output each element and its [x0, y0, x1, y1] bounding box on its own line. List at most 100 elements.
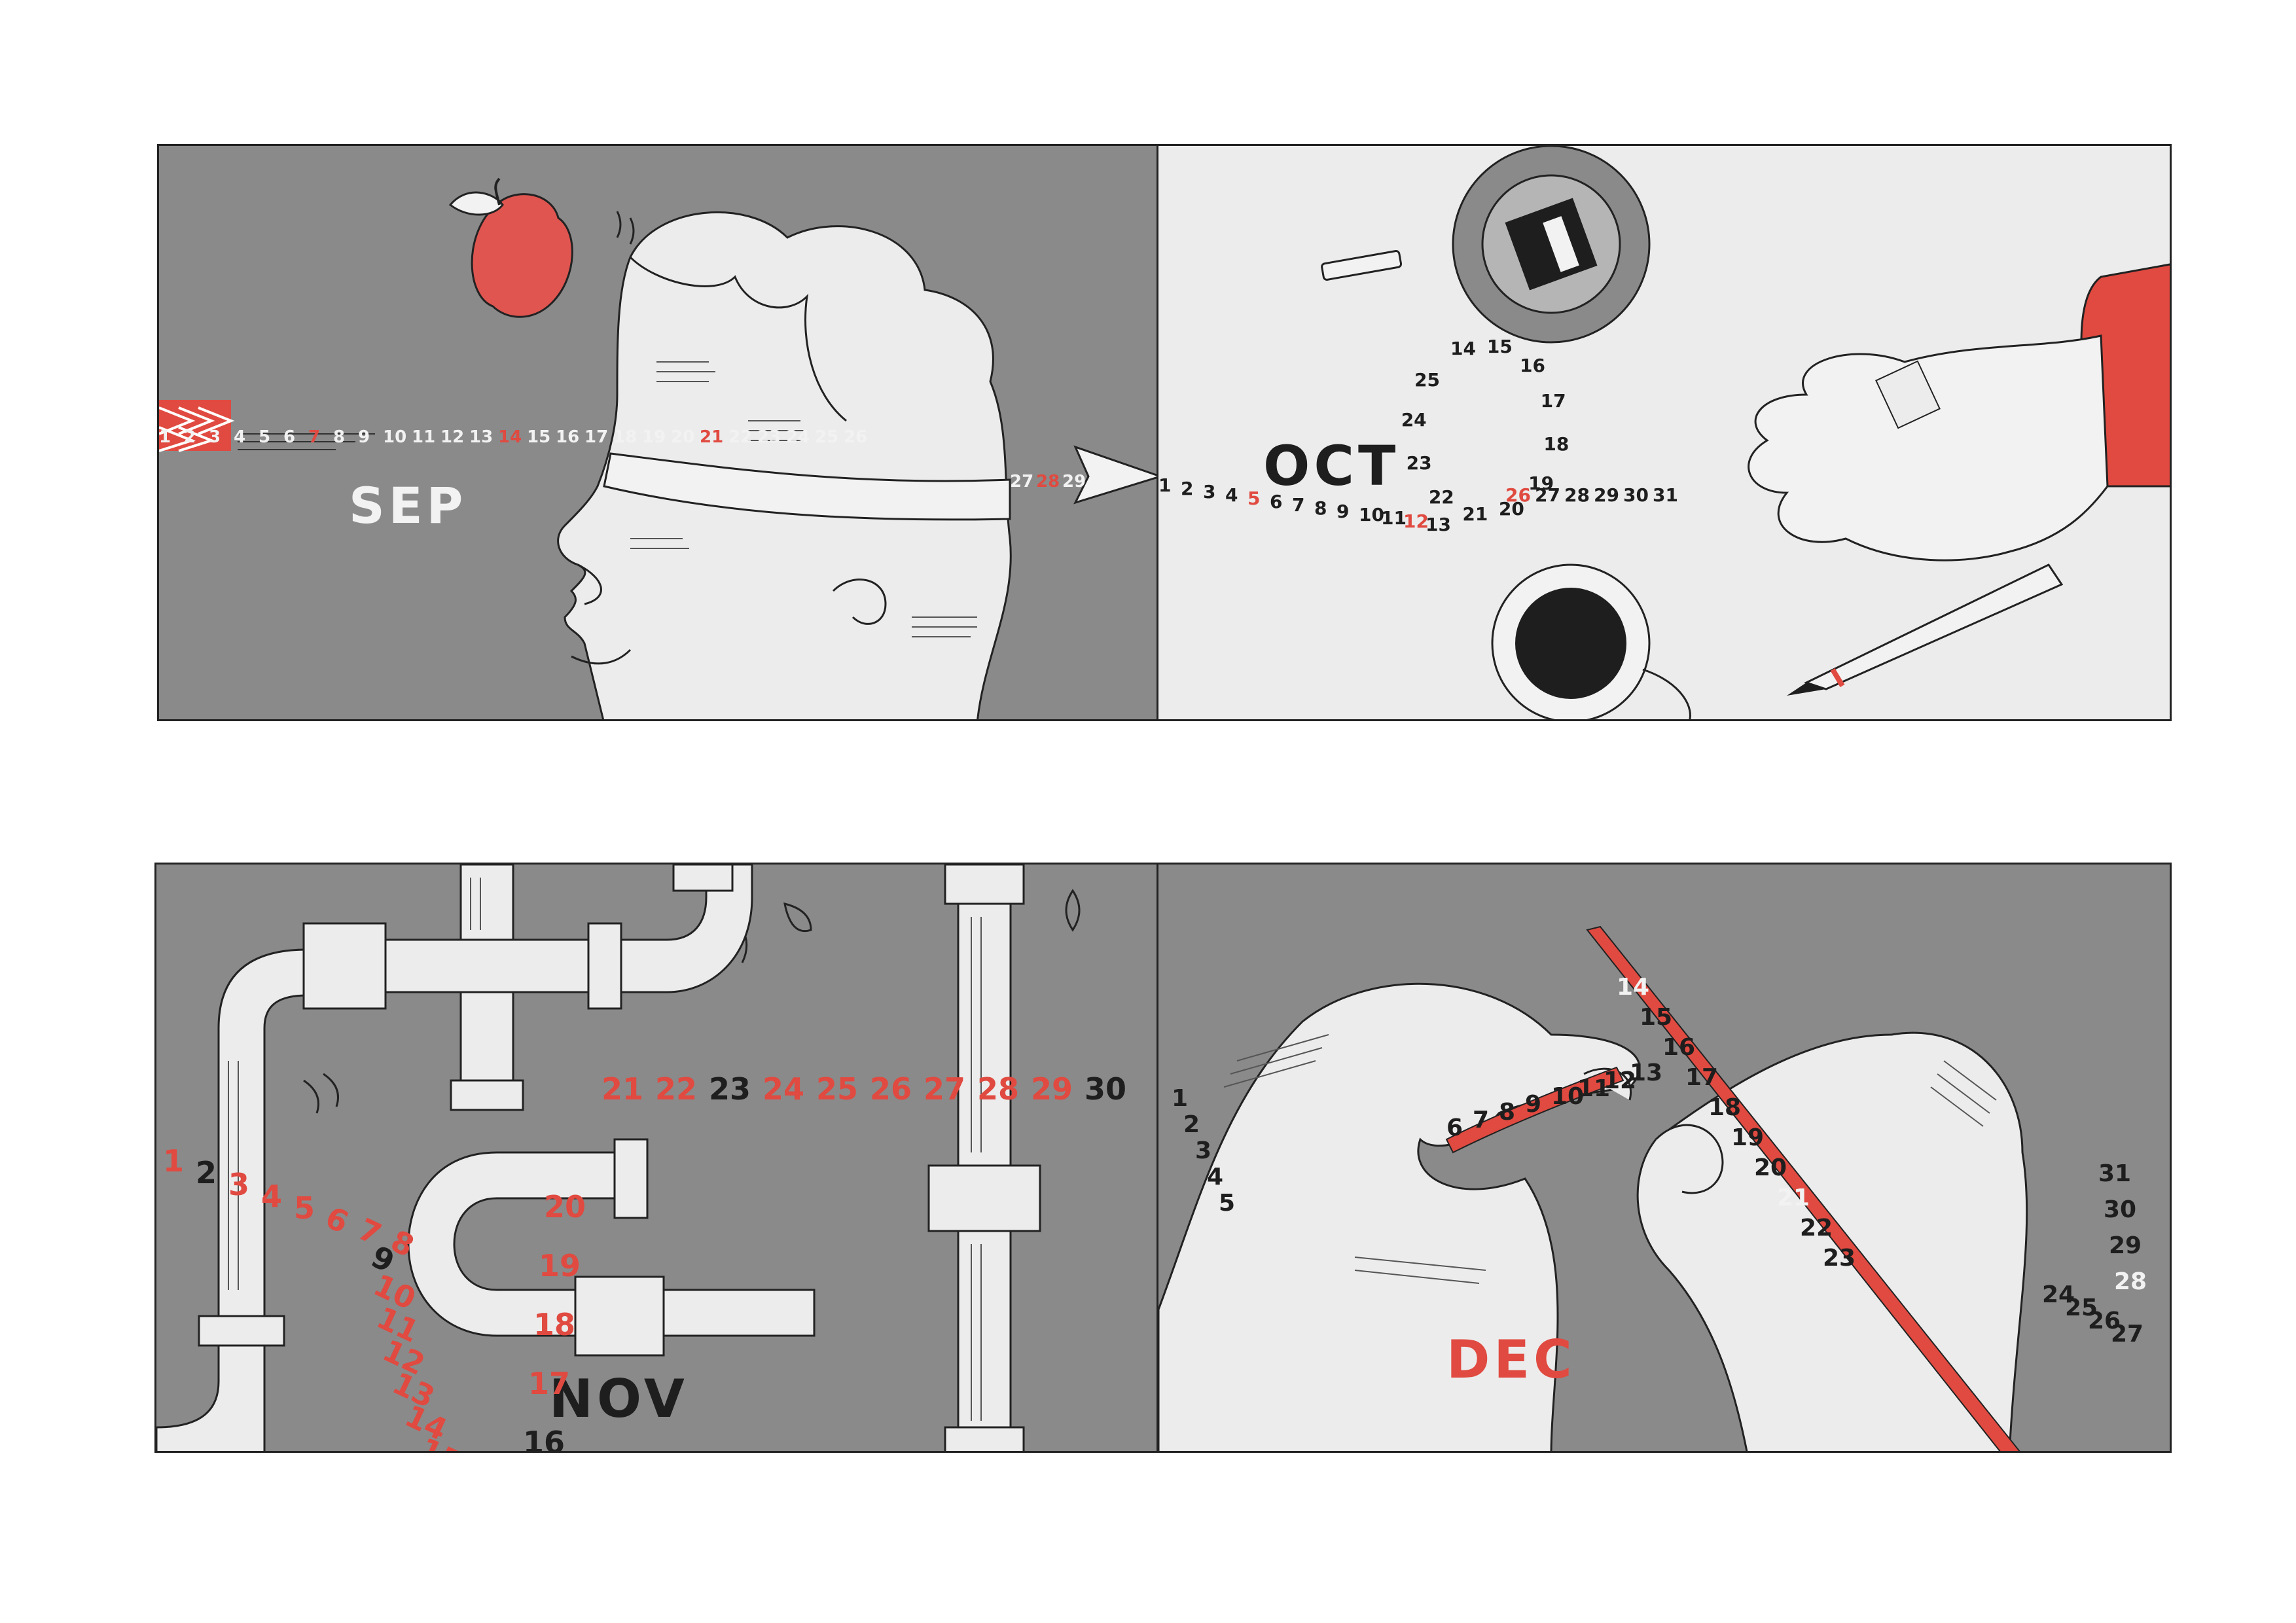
dec-day-20: 20: [1754, 1154, 1787, 1181]
sep-day-22: 22: [728, 427, 753, 447]
dec-day-31: 31: [2098, 1160, 2132, 1187]
nov-day-20: 20: [544, 1189, 586, 1224]
sep-day-6: 6: [283, 427, 296, 447]
sep-day-12: 12: [440, 427, 465, 447]
oct-day-6: 6: [1270, 491, 1283, 512]
nov-day-23: 23: [709, 1071, 751, 1107]
oct-day-21: 21: [1462, 503, 1488, 525]
oct-day-25: 25: [1414, 368, 1440, 391]
oct-day-14: 14: [1450, 338, 1476, 360]
dec-day-12: 12: [1604, 1067, 1637, 1094]
dec-day-14: 14: [1617, 974, 1650, 1001]
nov-day-24: 24: [762, 1071, 805, 1107]
sep-day-21: 21: [700, 427, 724, 447]
oct-day-1: 1: [1158, 474, 1172, 496]
nov-day-3: 3: [228, 1167, 250, 1202]
sep-day-14: 14: [498, 427, 522, 447]
oct-day-28: 28: [1564, 484, 1590, 506]
dec-day-25: 25: [2065, 1294, 2098, 1321]
nov-day-1: 1: [163, 1143, 185, 1179]
coffee-cup-icon: [1491, 563, 1691, 719]
dec-illustration: [1158, 925, 2028, 1451]
nov-day-30: 30: [1085, 1071, 1127, 1107]
sep-day-26: 26: [844, 427, 868, 447]
nov-day-25: 25: [816, 1071, 859, 1107]
sep-day-13: 13: [469, 427, 493, 447]
sep-day-16: 16: [556, 427, 580, 447]
oct-day-18: 18: [1543, 433, 1570, 455]
oct-day-17: 17: [1540, 390, 1566, 412]
dec-day-5: 5: [1219, 1190, 1236, 1217]
water-drops-icon: [303, 889, 1081, 1114]
oct-day-9: 9: [1336, 501, 1350, 522]
sep-day-7: 7: [308, 427, 321, 447]
pipe-hatching: [228, 878, 982, 1421]
dec-day-15: 15: [1640, 1004, 1673, 1031]
oct-day-4: 4: [1225, 484, 1238, 506]
dec-day-28: 28: [2114, 1268, 2147, 1295]
dec-day-21: 21: [1777, 1185, 1810, 1211]
oct-illustration: [1321, 146, 2170, 719]
knitting-needle: [1586, 925, 2020, 1451]
dec-day-29: 29: [2109, 1232, 2142, 1259]
oct-day-7: 7: [1292, 494, 1305, 516]
oct-day-24: 24: [1401, 409, 1427, 431]
sep-day-29: 29: [1062, 472, 1086, 491]
ashtray-icon: [1452, 146, 1651, 344]
sep-month-label: SEP: [349, 476, 467, 535]
nov-day-17: 17: [528, 1366, 571, 1401]
sep-day-17: 17: [584, 427, 609, 447]
dec-day-13: 13: [1630, 1060, 1663, 1086]
arrow-fletching: [159, 400, 375, 452]
oct-day-31: 31: [1653, 484, 1678, 506]
sep-day-5: 5: [259, 427, 271, 447]
dec-day-19: 19: [1731, 1124, 1765, 1151]
nov-day-27: 27: [924, 1071, 966, 1107]
oct-day-10: 10: [1359, 504, 1384, 526]
hand-with-sleeve: [1748, 263, 2170, 562]
sep-day-20: 20: [671, 427, 695, 447]
sep-day-19: 19: [642, 427, 666, 447]
oct-day-29: 29: [1594, 484, 1619, 506]
oct-day-19: 19: [1528, 473, 1554, 495]
oct-day-8: 8: [1314, 497, 1327, 519]
nov-illustration: [156, 865, 1081, 1451]
nov-day-16: 16: [523, 1425, 565, 1453]
sep-day-23: 23: [757, 427, 781, 447]
oct-day-27: 27: [1535, 484, 1560, 506]
dec-day-8: 8: [1499, 1099, 1516, 1126]
oct-day-3: 3: [1203, 481, 1216, 503]
oct-day-22: 22: [1428, 486, 1454, 508]
dec-day-23: 23: [1823, 1245, 1856, 1272]
oct-day-5: 5: [1247, 488, 1261, 509]
sep-day-30: 30: [1088, 472, 1113, 491]
nov-day-4: 4: [261, 1179, 283, 1214]
sep-day-3: 3: [209, 427, 221, 447]
apple-icon: [448, 177, 635, 318]
pipes: [156, 865, 1041, 1451]
oct-day-16: 16: [1520, 354, 1545, 376]
hand-hatching: [1223, 1034, 1997, 1284]
nov-day-22: 22: [655, 1071, 698, 1107]
sep-illustration: [159, 177, 1157, 719]
sep-day-2: 2: [184, 427, 196, 447]
nov-month-label: NOV: [549, 1368, 689, 1429]
nov-day-18: 18: [533, 1307, 576, 1342]
dec-day-11: 11: [1577, 1075, 1611, 1102]
sep-day-8: 8: [333, 427, 346, 447]
dec-day-4: 4: [1207, 1164, 1224, 1190]
sep-day-18: 18: [613, 427, 637, 447]
dec-day-17: 17: [1685, 1064, 1719, 1091]
nov-panel: NOV 123456789101112131415161718192021222…: [154, 863, 1158, 1453]
knitting-hands: [1158, 982, 2028, 1451]
dec-day-7: 7: [1473, 1107, 1490, 1133]
eraser-icon: [1321, 250, 1403, 281]
oct-day-12: 12: [1403, 510, 1429, 532]
nov-day-2: 2: [196, 1155, 217, 1190]
sep-day-28: 28: [1036, 472, 1060, 491]
oct-day-15: 15: [1486, 335, 1513, 357]
dec-day-18: 18: [1708, 1094, 1742, 1121]
